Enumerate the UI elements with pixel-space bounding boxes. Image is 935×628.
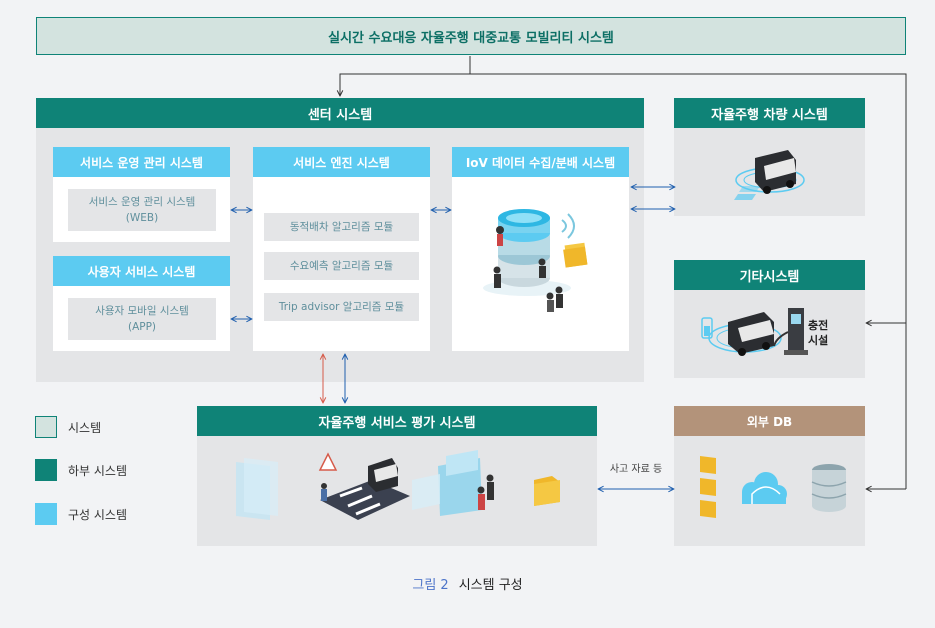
mobility-system-title: 실시간 수요대응 자율주행 대중교통 모빌리티 시스템 xyxy=(36,17,906,55)
database-icon xyxy=(811,464,847,512)
user-service-header: 사용자 서비스 시스템 xyxy=(53,256,230,286)
ev-charging-illustration xyxy=(701,308,808,356)
evaluation-scene-illustration xyxy=(236,450,560,520)
figure-caption: 그림 2 시스템 구성 xyxy=(300,573,635,593)
service-engine-header: 서비스 엔진 시스템 xyxy=(253,147,430,177)
autonomous-vehicle-icon xyxy=(734,150,805,200)
folder-stack-icon xyxy=(700,456,716,518)
legend-label-component: 구성 시스템 xyxy=(68,508,128,522)
iov-header: IoV 데이터 수집/분배 시스템 xyxy=(452,147,629,177)
module-dynamic-dispatch: 동적배차 알고리즘 모듈 xyxy=(264,213,419,241)
user-mobile-app-item: 사용자 모바일 시스템 (APP) xyxy=(68,298,216,340)
legend-label-subsystem: 하부 시스템 xyxy=(68,464,128,478)
service-ops-web-item: 서비스 운영 관리 시스템 (WEB) xyxy=(68,189,216,231)
legend-label-system: 시스템 xyxy=(68,421,102,435)
legend-swatch-subsystem xyxy=(35,459,57,481)
module-demand-forecast: 수요예측 알고리즘 모듈 xyxy=(264,252,419,280)
vehicle-system-header: 자율주행 차량 시스템 xyxy=(674,98,865,128)
internal-bidirectional-arrows xyxy=(231,187,675,489)
cloud-icon xyxy=(742,472,787,504)
center-system-header: 센터 시스템 xyxy=(36,98,644,128)
external-db-header: 외부 DB xyxy=(674,406,865,436)
legend-swatch-system xyxy=(35,416,57,438)
module-trip-advisor: Trip advisor 알고리즘 모듈 xyxy=(264,293,419,321)
top-feedback-connector xyxy=(340,56,907,489)
external-db-illustration xyxy=(700,456,847,518)
figure-title: 시스템 구성 xyxy=(458,577,523,593)
other-system-header: 기타시스템 xyxy=(674,260,865,290)
iov-database-illustration xyxy=(483,209,588,312)
evaluation-system-header: 자율주행 서비스 평가 시스템 xyxy=(197,406,597,436)
service-ops-header: 서비스 운영 관리 시스템 xyxy=(53,147,230,177)
legend-swatch-component xyxy=(35,503,57,525)
accident-data-label: 사고 자료 등 xyxy=(609,463,663,475)
charging-facility-label: 충전 시설 xyxy=(808,319,829,347)
figure-number: 그림 2 xyxy=(412,577,449,593)
